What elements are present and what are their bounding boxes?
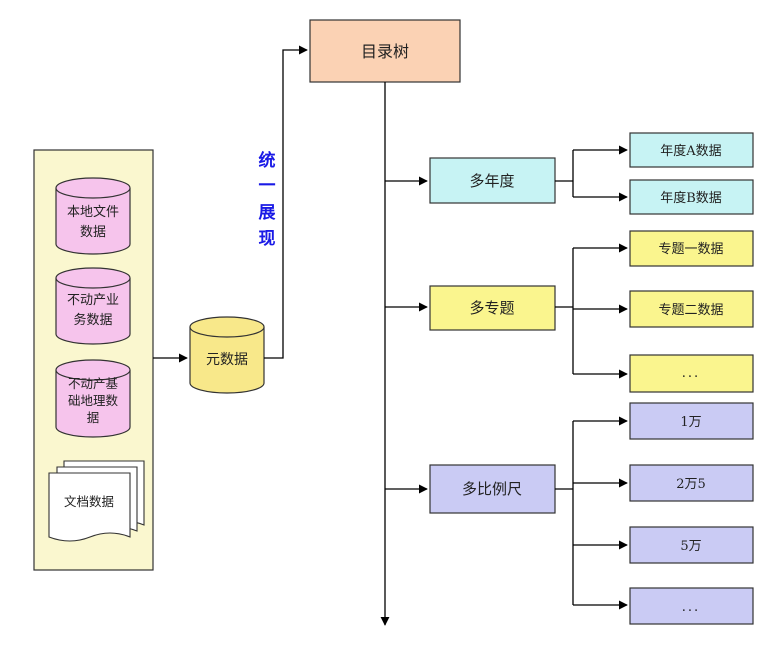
multi-topic-label: 多专题 bbox=[469, 299, 514, 317]
multi-year-box bbox=[429, 157, 556, 204]
scale-50k-box bbox=[629, 526, 754, 564]
metadata-cylinder: 元数据 bbox=[189, 316, 265, 394]
local-files-label-line1: 本地文件 bbox=[67, 205, 119, 220]
multi-scale-box bbox=[429, 464, 556, 514]
realestate-geo-label-line2: 础地理数 bbox=[68, 393, 119, 408]
realestate-business-label-line1: 不动产业 bbox=[67, 293, 119, 308]
scale-50k-label: 5万 bbox=[680, 539, 701, 554]
year-a-box bbox=[629, 132, 754, 168]
scale-more-box bbox=[629, 587, 754, 625]
unified-display-label: 统 一 展 现 bbox=[259, 150, 276, 249]
multi-topic-box bbox=[429, 285, 556, 331]
realestate-geo-label-line3: 据 bbox=[87, 410, 100, 425]
realestate-geo-label-line1: 不动产基 bbox=[68, 376, 119, 391]
documents-stack: 文档数据 bbox=[48, 460, 145, 542]
metadata-label: 元数据 bbox=[206, 352, 248, 368]
unified-display-char-1: 统 bbox=[259, 150, 276, 171]
topic-two-label: 专题二数据 bbox=[658, 303, 723, 318]
topic-two-box bbox=[629, 290, 754, 328]
scale-25k-label: 2万5 bbox=[676, 477, 706, 492]
year-a-label: 年度A数据 bbox=[660, 143, 721, 159]
unified-display-char-3: 展 bbox=[259, 203, 276, 223]
unified-display-char-4: 现 bbox=[259, 229, 276, 249]
realestate-business-label-line2: 务数据 bbox=[73, 312, 112, 328]
multi-year-label: 多年度 bbox=[469, 172, 514, 190]
topic-one-label: 专题一数据 bbox=[658, 242, 723, 257]
scale-25k-box bbox=[629, 464, 754, 502]
topic-one-box bbox=[629, 230, 754, 267]
scale-10k-box bbox=[629, 402, 754, 440]
topic-more-box bbox=[629, 354, 754, 393]
unified-display-char-2: 一 bbox=[259, 176, 276, 196]
multi-scale-label: 多比例尺 bbox=[462, 480, 522, 498]
realestate-geo-cylinder: 不动产基 础地理数 据 bbox=[55, 359, 131, 438]
scale-more-label: ... bbox=[682, 600, 700, 615]
catalog-tree-label: 目录树 bbox=[361, 42, 409, 61]
topic-more-label: ... bbox=[682, 366, 700, 381]
documents-label: 文档数据 bbox=[64, 494, 114, 509]
local-files-cylinder: 本地文件 数据 bbox=[55, 177, 131, 255]
year-b-label: 年度B数据 bbox=[660, 190, 722, 206]
scale-10k-label: 1万 bbox=[680, 415, 701, 430]
realestate-business-cylinder: 不动产业 务数据 bbox=[55, 267, 131, 345]
year-b-box bbox=[629, 179, 754, 215]
metadata-to-catalog-arrow bbox=[264, 45, 308, 359]
local-files-label-line2: 数据 bbox=[80, 225, 106, 240]
